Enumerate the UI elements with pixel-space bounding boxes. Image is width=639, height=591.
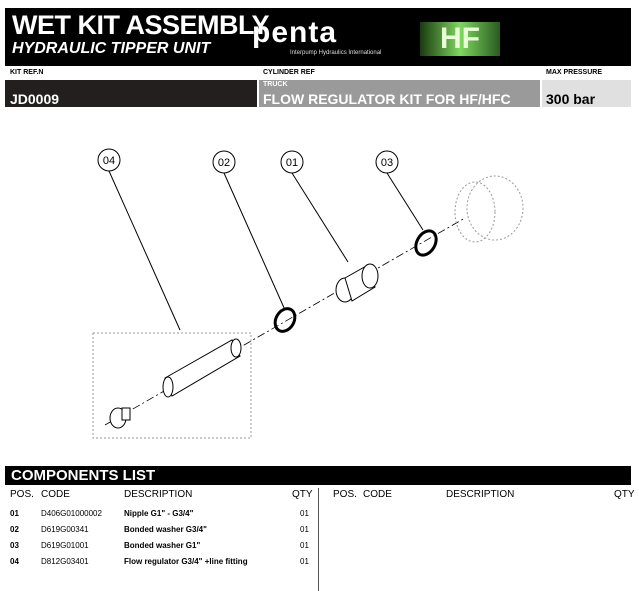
cylinder-ref-box bbox=[259, 80, 540, 107]
row-qty: 01 bbox=[300, 541, 309, 550]
svg-text:02: 02 bbox=[218, 157, 230, 169]
washer-03 bbox=[414, 229, 438, 257]
washer-02 bbox=[273, 307, 297, 333]
max-pressure-value: 300 bar bbox=[546, 91, 596, 107]
col-description: DESCRIPTION bbox=[124, 489, 193, 500]
cylinder-ref-value: FLOW REGULATOR KIT FOR HF/HFC bbox=[263, 91, 511, 107]
row-description: Bonded washer G1" bbox=[124, 541, 201, 550]
svg-text:01: 01 bbox=[286, 157, 298, 169]
kit-ref-box bbox=[5, 80, 257, 107]
row-code: D812G03401 bbox=[41, 557, 89, 566]
flow-regulator-part bbox=[109, 338, 242, 429]
row-description: Bonded washer G3/4" bbox=[124, 525, 207, 534]
balloon-01: 01 bbox=[280, 150, 304, 174]
col-pos-2: POS. bbox=[333, 489, 357, 500]
header-banner bbox=[5, 8, 631, 66]
cylinder-ref-label: CYLINDER REF bbox=[263, 69, 315, 76]
row-qty: 01 bbox=[300, 557, 309, 566]
cylinder-port-part bbox=[454, 175, 524, 243]
balloon-02: 02 bbox=[212, 150, 236, 174]
col-code: CODE bbox=[41, 489, 70, 500]
col-qty: QTY bbox=[292, 489, 313, 500]
exploded-diagram: 04 02 01 03 bbox=[92, 148, 524, 439]
balloon-03: 03 bbox=[375, 150, 399, 174]
penta-logo: penta bbox=[252, 16, 338, 49]
kit-ref-value: JD0009 bbox=[10, 91, 60, 107]
col-code-2: CODE bbox=[363, 489, 392, 500]
page-subtitle: HYDRAULIC TIPPER UNIT bbox=[12, 40, 211, 57]
brand-tagline: Interpump Hydraulics International bbox=[290, 50, 382, 56]
page-title: WET KIT ASSEMBLY bbox=[12, 10, 270, 40]
components-list-title: COMPONENTS LIST bbox=[5, 466, 631, 485]
col-pos: POS. bbox=[10, 489, 34, 500]
col-qty-2: QTY bbox=[614, 489, 635, 500]
row-code: D619G01001 bbox=[41, 541, 89, 550]
row-code: D406G01000002 bbox=[41, 509, 102, 518]
svg-text:04: 04 bbox=[103, 155, 115, 167]
max-pressure-box bbox=[542, 80, 631, 107]
row-pos: 03 bbox=[10, 541, 19, 550]
nipple-part bbox=[335, 263, 379, 303]
max-pressure-label: MAX PRESSURE bbox=[546, 69, 603, 76]
row-qty: 01 bbox=[300, 509, 309, 518]
kit-ref-label: KIT REF.N bbox=[10, 69, 44, 76]
balloon-04: 04 bbox=[97, 148, 121, 172]
row-pos: 02 bbox=[10, 525, 19, 534]
row-pos: 04 bbox=[10, 557, 19, 566]
row-pos: 01 bbox=[10, 509, 19, 518]
column-divider bbox=[318, 488, 319, 591]
cylinder-type: TRUCK bbox=[263, 81, 288, 88]
svg-text:03: 03 bbox=[381, 157, 393, 169]
col-description-2: DESCRIPTION bbox=[446, 489, 515, 500]
row-description: Flow regulator G3/4" +line fitting bbox=[124, 557, 248, 566]
hf-logo: HF bbox=[420, 22, 500, 56]
row-code: D619G00341 bbox=[41, 525, 89, 534]
row-description: Nipple G1" - G3/4" bbox=[124, 509, 194, 518]
row-qty: 01 bbox=[300, 525, 309, 534]
